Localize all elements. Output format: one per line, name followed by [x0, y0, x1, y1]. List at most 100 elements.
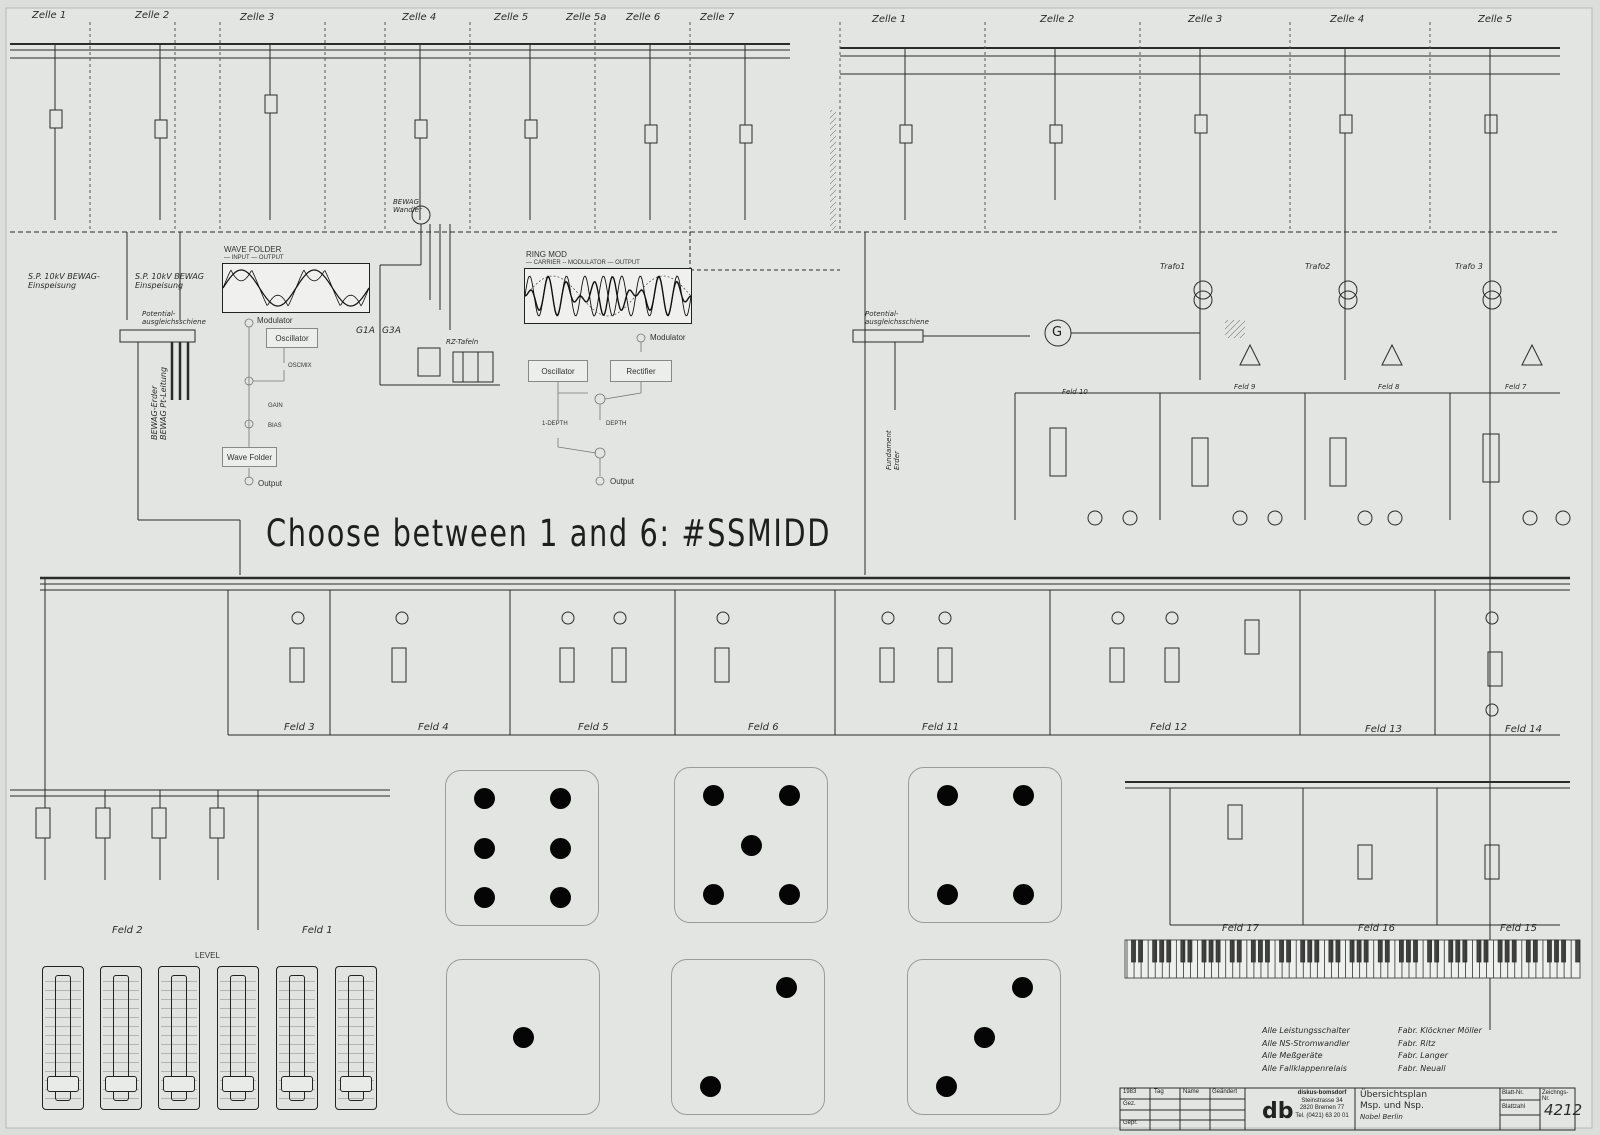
- trafo-label: Trafo 3: [1455, 262, 1483, 271]
- zelle-label: Zelle 4: [1330, 14, 1365, 25]
- level-fader-2[interactable]: [100, 966, 142, 1110]
- die-option-3[interactable]: [908, 767, 1062, 923]
- wave-folder-panel: WAVE FOLDER — INPUT — OUTPUT Modulator O…: [222, 245, 372, 495]
- feld-label: Feld 12: [1150, 722, 1187, 733]
- bewag-einspeisung-2: S.P. 10kV BEWAG Einspeisung: [135, 272, 204, 290]
- level-fader-3[interactable]: [158, 966, 200, 1110]
- zelle-label: Zelle 2: [135, 10, 170, 21]
- zelle-label: Zelle 7: [700, 12, 735, 23]
- fader-knob[interactable]: [281, 1076, 313, 1092]
- title-block: 1983 Tag Name Geändert Gez. Gepr. diskus…: [1120, 1088, 1582, 1130]
- die-pip: [512, 1026, 534, 1048]
- modulator-label: Modulator: [257, 316, 293, 325]
- feld-label: Feld 3: [284, 722, 315, 733]
- feld-label: Feld 2: [112, 925, 143, 936]
- top-labels: Zelle 1 Zelle 2 Zelle 3 Zelle 4 Zelle 5 …: [0, 0, 1600, 30]
- oscillator-block: Oscillator: [528, 360, 588, 382]
- bewag-erder-label: BEWAG-Erder BEWAG Pt-Leitung: [150, 366, 168, 440]
- fader-knob[interactable]: [47, 1076, 79, 1092]
- feld-mid-label: Feld 8: [1378, 383, 1400, 391]
- fader-knob[interactable]: [163, 1076, 195, 1092]
- trafo-label: Trafo1: [1160, 262, 1186, 271]
- die-pip: [1011, 977, 1033, 999]
- feld-label: Feld 13: [1365, 724, 1402, 735]
- die-pip: [473, 788, 495, 810]
- bias-label: BIAS: [268, 423, 282, 429]
- g3a-label: G3A: [382, 326, 401, 336]
- zelle-label: Zelle 5a: [566, 12, 607, 23]
- oscillator-block: Oscillator: [266, 328, 318, 348]
- tb-gez: Gez.: [1123, 1101, 1136, 1107]
- tb-doc-title: Übersichtsplan Msp. und Nsp. Nobel Berli…: [1360, 1090, 1428, 1121]
- level-fader-4[interactable]: [217, 966, 259, 1110]
- level-fader-6[interactable]: [335, 966, 377, 1110]
- output-label: Output: [610, 477, 635, 486]
- oscmix-label: OSCMIX: [288, 363, 312, 369]
- die-option-6[interactable]: [907, 959, 1061, 1115]
- wave-folder-block: Wave Folder: [222, 447, 277, 467]
- potential-bar-label-right: Potential-ausgleichsschiene: [865, 310, 929, 326]
- die-pip: [699, 1075, 721, 1097]
- die-pip: [1012, 785, 1034, 807]
- feld-label: Feld 5: [578, 722, 609, 733]
- fader-knob[interactable]: [105, 1076, 137, 1092]
- g1a-label: G1A: [356, 326, 375, 336]
- modulator-label: Modulator: [650, 333, 686, 342]
- feld-label: Feld 11: [922, 722, 959, 733]
- legend-input: INPUT: [231, 255, 250, 261]
- die-pip: [549, 837, 571, 859]
- die-pip: [775, 977, 797, 999]
- wave-folder-legend: — INPUT — OUTPUT: [224, 255, 284, 261]
- ring-mod-legend: — CARRIER -- MODULATOR — OUTPUT: [526, 260, 640, 266]
- level-fader-1[interactable]: [42, 966, 84, 1110]
- die-pip: [936, 785, 958, 807]
- tb-tag: Tag: [1154, 1089, 1164, 1095]
- die-option-5[interactable]: [671, 959, 825, 1115]
- output-label: Output: [258, 479, 283, 488]
- fader-knob[interactable]: [340, 1076, 372, 1092]
- die-pip: [973, 1026, 995, 1048]
- zelle-label: Zelle 5: [1478, 14, 1513, 25]
- die-pip: [1012, 883, 1034, 905]
- die-pip: [936, 883, 958, 905]
- die-option-2[interactable]: [674, 767, 828, 923]
- zelle-label: Zelle 3: [240, 12, 275, 23]
- level-label: LEVEL: [195, 951, 220, 960]
- potential-bar-label-left: Potential-ausgleichsschiene: [142, 310, 206, 326]
- zelle-label: Zelle 3: [1188, 14, 1223, 25]
- gain-label: GAIN: [268, 403, 283, 409]
- die-option-1[interactable]: [445, 770, 599, 926]
- bewag-einspeisung-1: S.P. 10kV BEWAG-Einspeisung: [28, 272, 100, 290]
- rz-tafeln-label: RZ-Tafeln: [446, 338, 479, 346]
- zelle-label: Zelle 5: [494, 12, 529, 23]
- die-option-4[interactable]: [446, 959, 600, 1115]
- die-pip: [778, 785, 800, 807]
- legend-output: OUTPUT: [615, 260, 640, 266]
- fader-knob[interactable]: [222, 1076, 254, 1092]
- feld-label: Feld 1: [302, 925, 333, 936]
- feld-label: Feld 17: [1222, 923, 1259, 934]
- bewag-wandler-label: BEWAG Wandler: [393, 198, 422, 214]
- feld-label: Feld 4: [418, 722, 449, 733]
- depth-label: DEPTH: [606, 421, 627, 427]
- trafo-label: Trafo2: [1305, 262, 1331, 271]
- feld-label: Feld 15: [1500, 923, 1537, 934]
- die-pip: [778, 883, 800, 905]
- die-pip: [702, 883, 724, 905]
- level-fader-5[interactable]: [276, 966, 318, 1110]
- zelle-label: Zelle 1: [32, 10, 67, 21]
- die-pip: [549, 788, 571, 810]
- feld-mid-label: Feld 7: [1505, 383, 1527, 391]
- die-pip: [473, 886, 495, 908]
- die-pip: [549, 886, 571, 908]
- tb-company: diskus-bomsdorf Steinstrasse 34 2820 Bre…: [1295, 1090, 1349, 1119]
- tb-name: Name: [1183, 1089, 1200, 1095]
- tb-blattzahl: Blattzahl: [1502, 1104, 1526, 1110]
- die-pip: [702, 785, 724, 807]
- feld-mid-label: Feld 9: [1234, 383, 1256, 391]
- ring-mod-plot: [524, 268, 692, 324]
